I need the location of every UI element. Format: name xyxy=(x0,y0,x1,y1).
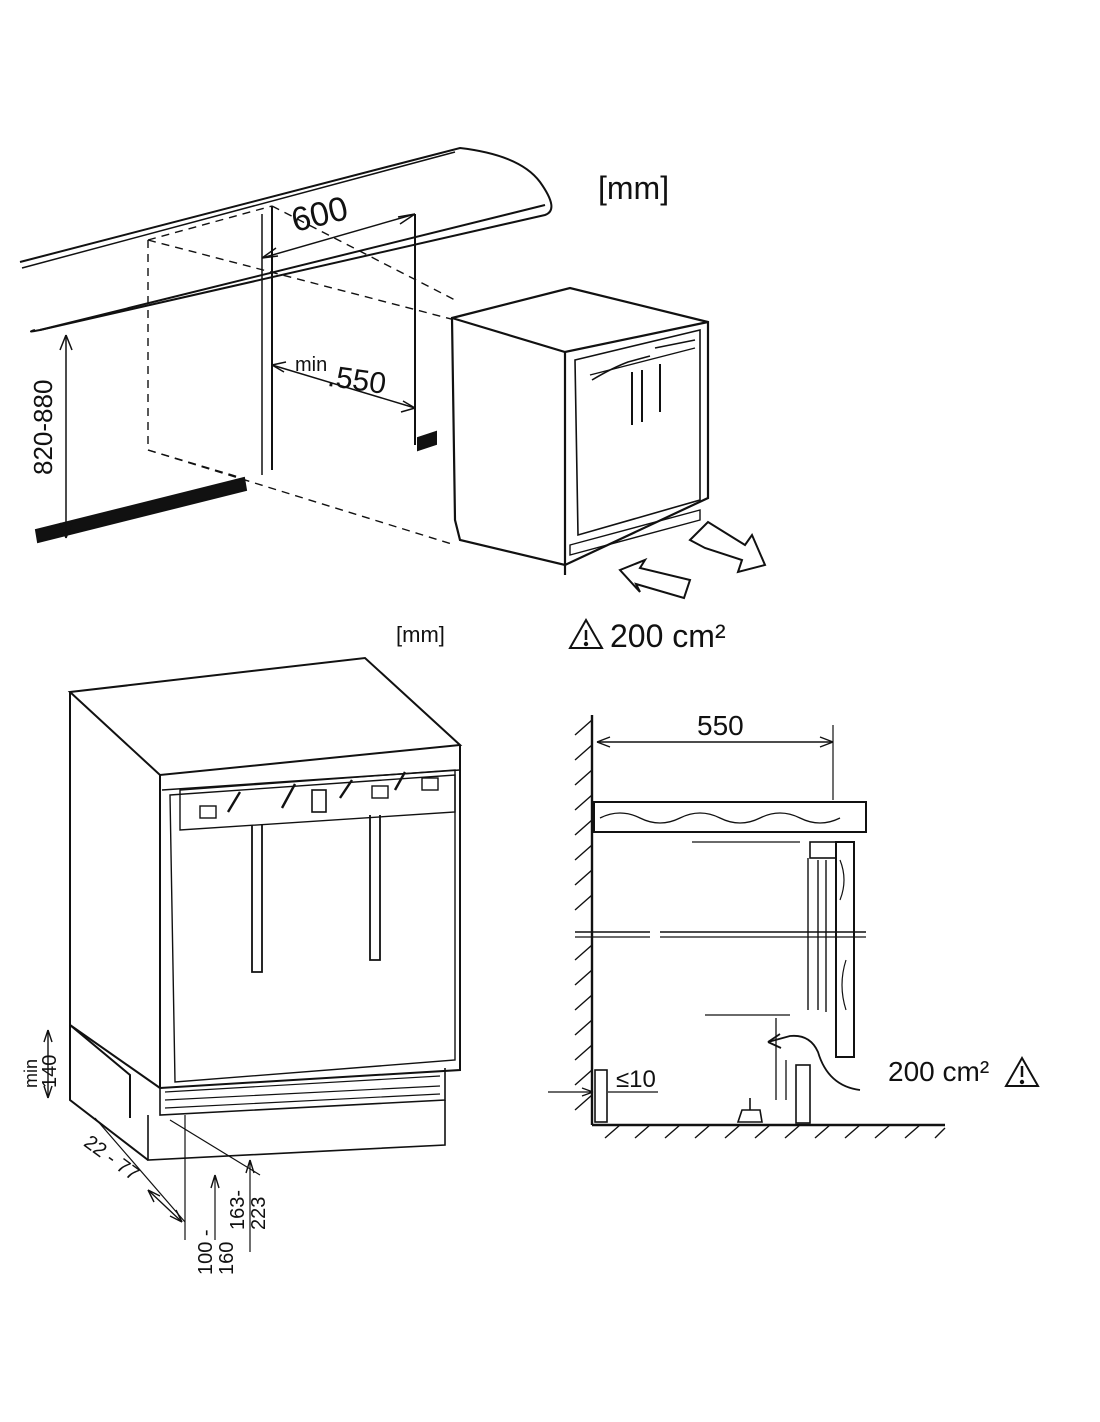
air-in-arrow xyxy=(618,557,692,600)
warning-triangle-icon xyxy=(1004,1055,1040,1087)
door-panel xyxy=(835,841,855,1058)
worktop-section xyxy=(593,801,867,833)
dim-depth-prefix: min xyxy=(295,354,328,376)
unit-label-top: [mm] xyxy=(598,170,670,206)
airflow-arrow-icon xyxy=(767,1034,861,1091)
fixing-slots xyxy=(226,771,407,813)
niche-outline xyxy=(147,205,456,546)
dim-plinth-min: min xyxy=(21,1058,41,1088)
top-view xyxy=(19,146,767,649)
door-fixing-bar xyxy=(179,769,456,831)
dim-vent-height-label: 163- 223 xyxy=(227,1189,270,1230)
worktop-outline xyxy=(19,146,553,333)
warning-triangle-icon xyxy=(568,617,604,649)
plinth-strip xyxy=(34,476,248,544)
unit-label-front: [mm] xyxy=(396,622,445,647)
dim-gap-label: ≤10 xyxy=(616,1066,656,1093)
airflow-arrow-icon xyxy=(618,520,767,600)
dim-plinth-height-label: 100 - 160 xyxy=(195,1229,238,1275)
dim-line-550 xyxy=(271,364,416,409)
front-view xyxy=(43,656,463,1252)
dim-height-label: 820-880 xyxy=(28,379,58,475)
air-out-arrow xyxy=(688,520,767,574)
appliance-top-view xyxy=(450,286,710,575)
dim-plinth-label: 140 xyxy=(39,1054,61,1088)
vent-area-label-top: 200 cm² xyxy=(610,618,726,654)
dim-recess xyxy=(147,1189,183,1223)
vent-area-label-section: 200 cm² xyxy=(888,1056,990,1087)
dim-section-depth-label: 550 xyxy=(697,710,744,741)
dim-depth-label: .550 xyxy=(325,360,389,401)
section-view xyxy=(548,715,1040,1139)
dim-line-600 xyxy=(261,213,416,259)
